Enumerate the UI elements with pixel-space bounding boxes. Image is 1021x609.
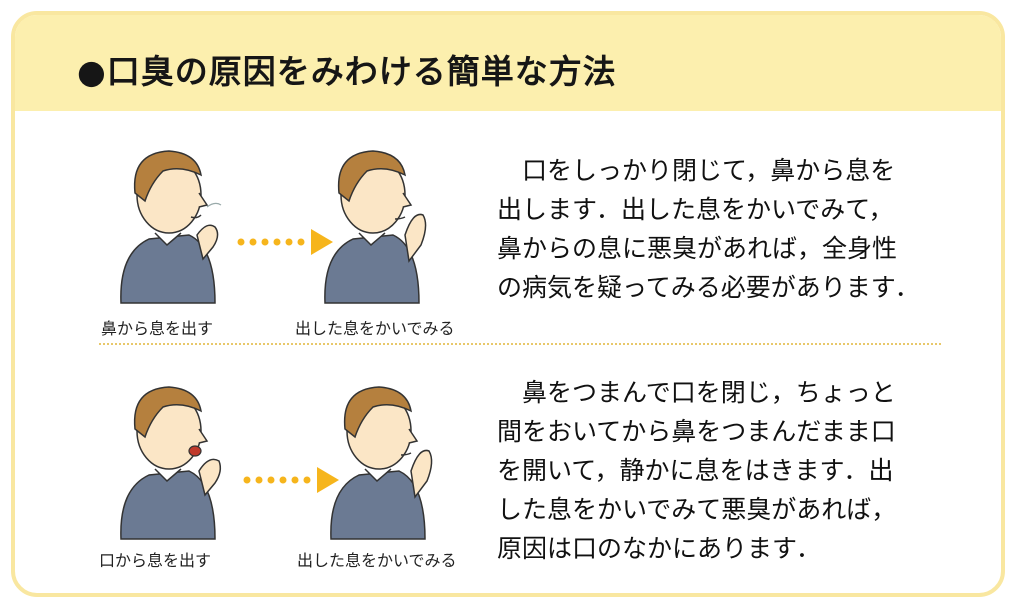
arrow-right-icon bbox=[243, 467, 339, 493]
text-line: を開いて，静かに息をはきます．出 bbox=[497, 456, 894, 485]
header-band: ●口臭の原因をみわける簡単な方法 bbox=[15, 15, 1001, 111]
person-exhaling-mouth-illustration bbox=[120, 386, 222, 540]
page-title: ●口臭の原因をみわける簡単な方法 bbox=[77, 52, 617, 91]
text-line: 原因は口のなかにあります． bbox=[497, 534, 822, 563]
instruction-paragraph-1: 口をしっかり閉じて，鼻から息を 出します．出した息をかいでみて， 鼻からの息に悪… bbox=[497, 151, 957, 307]
text-line: した息をかいでみて悪臭があれば， bbox=[497, 495, 897, 524]
text-line: 鼻をつまんで口を閉じ，ちょっと bbox=[497, 378, 896, 407]
person-smelling-breath-illustration bbox=[330, 386, 433, 540]
caption-nose-exhale: 鼻から息を出す bbox=[101, 319, 214, 338]
caption-smell-breath: 出した息をかいでみる bbox=[295, 319, 455, 338]
dotted-divider bbox=[99, 343, 941, 345]
person-exhaling-nose-illustration bbox=[120, 150, 222, 304]
caption-mouth-exhale: 口から息を出す bbox=[99, 551, 212, 570]
text-line: 間をおいてから鼻をつまんだまま口 bbox=[497, 417, 896, 446]
text-line: 出します．出した息をかいでみて， bbox=[497, 195, 894, 224]
text-line: 鼻からの息に悪臭があれば，全身性 bbox=[497, 234, 898, 263]
info-card: ●口臭の原因をみわける簡単な方法 bbox=[11, 11, 1005, 597]
caption-smell-breath: 出した息をかいでみる bbox=[297, 551, 457, 570]
instruction-paragraph-2: 鼻をつまんで口を閉じ，ちょっと 間をおいてから鼻をつまんだまま口 を開いて，静か… bbox=[497, 373, 957, 568]
person-smelling-breath-illustration bbox=[324, 150, 427, 304]
text-line: 口をしっかり閉じて，鼻から息を bbox=[497, 156, 896, 185]
text-line: の病気を疑ってみる必要があります． bbox=[497, 273, 920, 302]
arrow-right-icon bbox=[237, 229, 333, 255]
